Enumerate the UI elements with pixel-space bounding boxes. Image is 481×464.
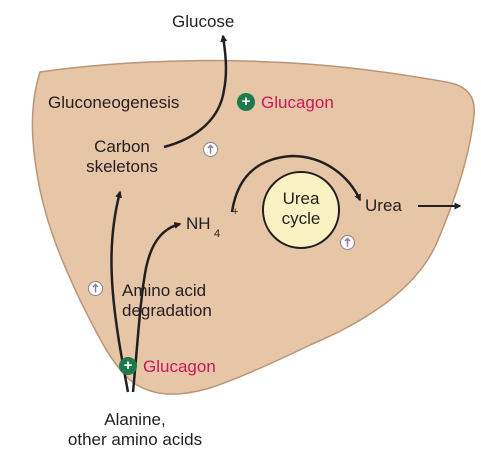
glucose-label: Glucose	[172, 12, 235, 31]
liver-shape	[31, 59, 475, 395]
up-arrow-glyph	[344, 237, 351, 247]
alanine-line-2: other amino acids	[67, 430, 203, 449]
carbon-skeletons-line-2: skeletons	[86, 157, 158, 176]
glucagon-label-top: Glucagon	[261, 93, 334, 112]
carbon-skeletons-label: Carbon skeletons	[72, 137, 172, 177]
up-arrow-circle-icon	[203, 142, 218, 157]
alanine-label: Alanine, other amino acids	[40, 410, 230, 450]
nh4-base: NH	[186, 214, 211, 233]
alanine-line-1: Alanine,	[104, 410, 166, 429]
up-arrow-circle-icon	[88, 281, 103, 296]
plus-circle-icon: +	[237, 93, 255, 111]
up-arrow-circle-icon	[340, 235, 355, 250]
up-arrow-glyph	[92, 283, 99, 293]
amino-acid-degradation-line-2: degradation	[122, 301, 212, 320]
arrow-carbon-to-glucose	[163, 34, 228, 149]
carbon-skeletons-line-1: Carbon	[94, 137, 150, 156]
urea-cycle-label: Urea cycle	[266, 189, 336, 229]
glucagon-label-bottom: Glucagon	[143, 357, 216, 376]
gluconeogenesis-label: Gluconeogenesis	[48, 93, 180, 112]
amino-acid-degradation-label: Amino acid degradation	[122, 281, 212, 321]
nh4-label: NH	[186, 214, 211, 234]
plus-circle-icon: +	[119, 357, 137, 375]
nh4-subscript: 4	[214, 228, 221, 240]
urea-label: Urea	[365, 196, 402, 215]
arrow-nh4-to-urea	[230, 154, 362, 213]
up-arrow-glyph	[207, 144, 214, 154]
arrow-degradation-to-nh4	[131, 221, 182, 393]
urea-cycle-line-2: cycle	[281, 209, 321, 228]
urea-cycle-circle	[262, 171, 340, 249]
urea-cycle-line-1: Urea	[282, 189, 320, 208]
amino-acid-degradation-line-1: Amino acid	[122, 281, 207, 300]
nh4-superscript: +	[232, 206, 239, 218]
